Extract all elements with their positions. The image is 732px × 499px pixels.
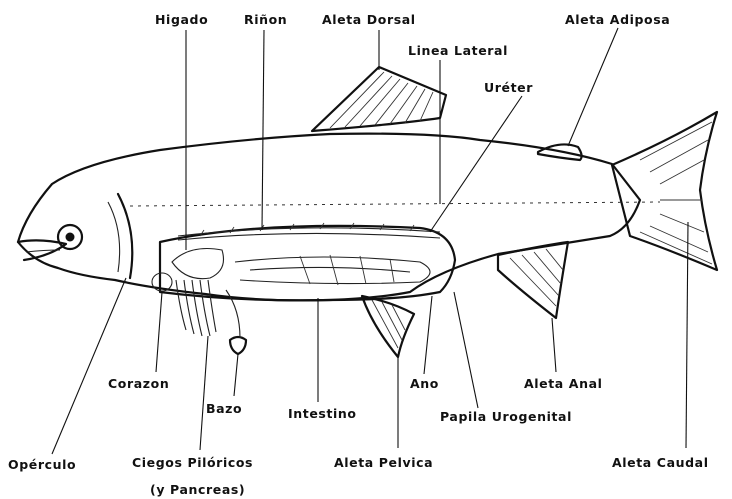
label-y-pancreas: (y Pancreas) [150, 482, 245, 497]
label-papila-urogenital: Papila Urogenital [440, 409, 572, 424]
kidney [178, 228, 440, 240]
spleen [230, 337, 246, 354]
label-bazo: Bazo [206, 401, 242, 416]
label-rinon: Riñon [244, 12, 287, 27]
fish-body-outline [18, 134, 640, 301]
label-operculo: Opérculo [8, 457, 76, 472]
label-aleta-anal: Aleta Anal [524, 376, 603, 391]
label-intestino: Intestino [288, 406, 357, 421]
label-aleta-caudal: Aleta Caudal [612, 455, 709, 470]
operculum-outline [118, 194, 132, 278]
label-aleta-adiposa: Aleta Adiposa [565, 12, 670, 27]
intestine [235, 257, 430, 284]
pyloric-caeca [176, 280, 216, 336]
label-corazon: Corazon [108, 376, 169, 391]
label-ciegos-piloricos: Ciegos Pilóricos [132, 455, 253, 470]
label-ureter: Uréter [484, 80, 533, 95]
label-aleta-pelvica: Aleta Pelvica [334, 455, 433, 470]
liver [172, 249, 224, 279]
label-higado: Higado [155, 12, 208, 27]
caudal-fin [612, 112, 717, 270]
label-linea-lateral: Linea Lateral [408, 43, 508, 58]
lateral-line [130, 202, 660, 206]
label-ano: Ano [410, 376, 439, 391]
dorsal-fin [312, 67, 446, 131]
body-cavity [160, 226, 455, 300]
pelvic-fin [362, 296, 414, 357]
label-aleta-dorsal: Aleta Dorsal [322, 12, 416, 27]
